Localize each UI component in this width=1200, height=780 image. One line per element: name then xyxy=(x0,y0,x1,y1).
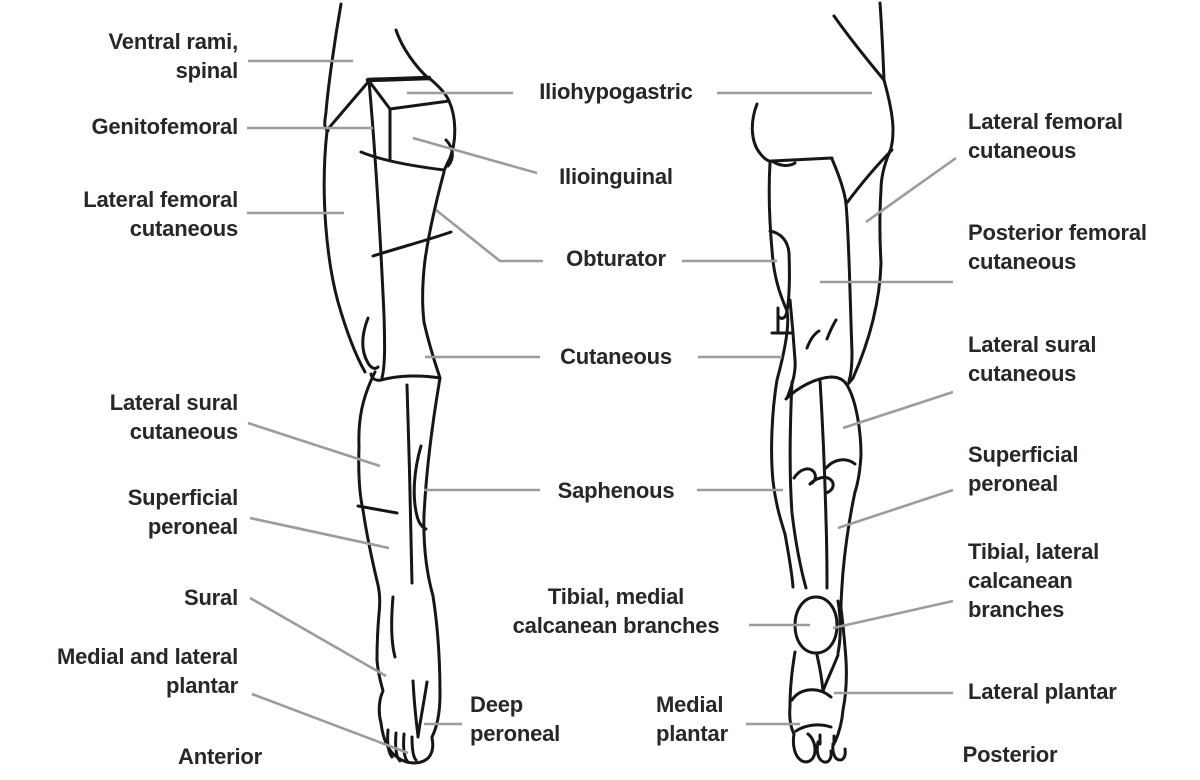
anterior-leg-drawing xyxy=(322,2,457,765)
label-genitofemoral: Genitofemoral xyxy=(91,114,238,139)
leader-lateral-sural-cutaneous-posterior xyxy=(842,390,954,430)
caption-posterior-view: Posterior xyxy=(962,742,1058,767)
leader-superficial-peroneal xyxy=(249,516,390,550)
leader-obturator-left xyxy=(435,208,543,263)
leader-lateral-sural-cutaneous xyxy=(247,421,381,468)
caption-anterior-view: Anterior xyxy=(178,744,262,769)
label-lateral-sural-cutaneous-posterior: Lateral sural cutaneous xyxy=(968,332,1097,386)
label-lateral-femoral-cutaneous: Lateral femoral cutaneous xyxy=(83,187,238,241)
label-superficial-peroneal: Superficial peroneal xyxy=(127,485,238,539)
leader-medial-and-lateral-plantar xyxy=(251,692,409,755)
posterior-leg-drawing xyxy=(750,1,895,764)
leader-ilioinguinal xyxy=(412,136,538,175)
label-ventral-rami-spinal: Ventral rami, spinal xyxy=(108,29,239,83)
label-medial-plantar: Medial plantar xyxy=(656,692,728,746)
label-sural: Sural xyxy=(183,585,238,610)
leader-lateral-femoral-cutaneous-posterior xyxy=(865,156,957,224)
label-ilioinguinal: Ilioinguinal xyxy=(559,164,673,189)
label-tibial-medial-calcanean: Tibial, medial calcanean branches xyxy=(512,584,720,638)
leader-superficial-peroneal-posterior xyxy=(837,488,954,530)
leader-tibial-lateral-calcanean xyxy=(832,599,954,630)
label-iliohypogastric: Iliohypogastric xyxy=(539,79,693,104)
label-lateral-femoral-cutaneous-posterior: Lateral femoral cutaneous xyxy=(968,109,1123,163)
label-tibial-lateral-calcanean: Tibial, lateral calcanean branches xyxy=(968,539,1100,622)
label-medial-and-lateral-plantar: Medial and lateral plantar xyxy=(56,644,238,698)
label-lateral-plantar: Lateral plantar xyxy=(968,679,1117,704)
label-posterior-femoral-cutaneous: Posterior femoral cutaneous xyxy=(968,220,1147,274)
label-obturator: Obturator xyxy=(566,246,666,271)
label-saphenous: Saphenous xyxy=(557,478,675,503)
label-superficial-peroneal-posterior: Superficial peroneal xyxy=(968,442,1079,496)
label-lateral-sural-cutaneous: Lateral sural cutaneous xyxy=(109,390,238,444)
label-deep-peroneal: Deep peroneal xyxy=(470,692,561,746)
leader-lines xyxy=(247,59,957,755)
label-cutaneous: Cutaneous xyxy=(560,344,672,369)
leader-sural xyxy=(249,596,387,678)
